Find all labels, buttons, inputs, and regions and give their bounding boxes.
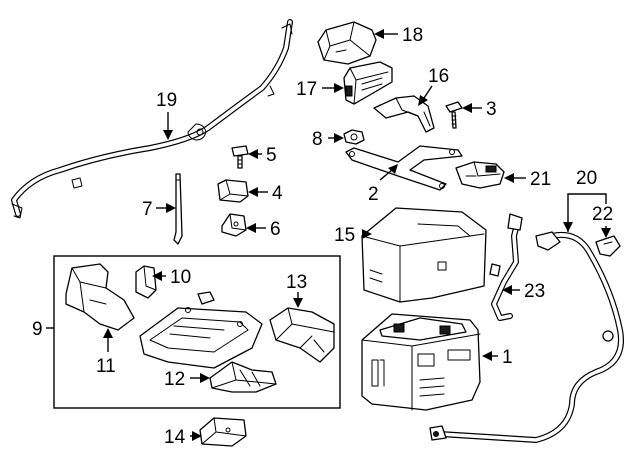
part-2-hold-down [345, 145, 463, 191]
part-23-lead [489, 213, 523, 321]
part-7-rod [173, 173, 183, 245]
callout-labels: 18 17 16 3 8 2 21 5 4 6 7 19 15 20 22 23… [32, 25, 613, 448]
part-8-nut [343, 129, 365, 145]
part-1-battery [361, 313, 481, 411]
part-14-clip [199, 417, 247, 447]
callout-13: 13 [286, 272, 307, 293]
callout-11: 11 [96, 356, 116, 377]
callout-23: 23 [524, 281, 545, 302]
callout-12: 12 [164, 369, 185, 390]
callout-2: 2 [368, 184, 379, 205]
part-4-block [217, 179, 249, 203]
leader-arrows [46, 29, 611, 441]
part-11-bracket [65, 263, 135, 331]
callout-17: 17 [296, 79, 317, 100]
callout-1: 1 [502, 347, 513, 368]
callout-9: 9 [32, 319, 43, 340]
callout-5: 5 [266, 145, 277, 166]
callout-14: 14 [164, 427, 186, 448]
part-6-bracket [221, 213, 247, 237]
callout-21: 21 [530, 169, 551, 190]
part-17-fuse-block [343, 61, 393, 105]
group-9-frame [53, 255, 341, 409]
part-3-bolt [445, 101, 463, 129]
part-13-bracket [269, 307, 335, 363]
callout-7: 7 [142, 199, 153, 220]
battery-tray [139, 291, 263, 369]
part-21-clip [455, 161, 505, 189]
callout-4: 4 [272, 183, 283, 204]
callout-22: 22 [592, 204, 613, 225]
callout-19: 19 [156, 90, 177, 111]
callout-10: 10 [170, 267, 191, 288]
part-5-bolt [231, 145, 249, 169]
callout-15: 15 [334, 225, 355, 246]
callout-3: 3 [486, 99, 497, 120]
callout-20: 20 [576, 168, 597, 189]
part-20-battery-cable [429, 231, 624, 443]
part-18-fuse-cover [317, 21, 377, 65]
part-15-battery-cover [361, 207, 487, 303]
part-10-clip [135, 265, 157, 299]
callout-16: 16 [428, 66, 449, 87]
part-22-terminal [595, 235, 621, 257]
part-12-support [209, 361, 277, 393]
callout-8: 8 [312, 129, 323, 150]
part-19-cable-harness [11, 19, 293, 219]
callout-6: 6 [270, 219, 281, 240]
callout-18: 18 [402, 25, 423, 46]
